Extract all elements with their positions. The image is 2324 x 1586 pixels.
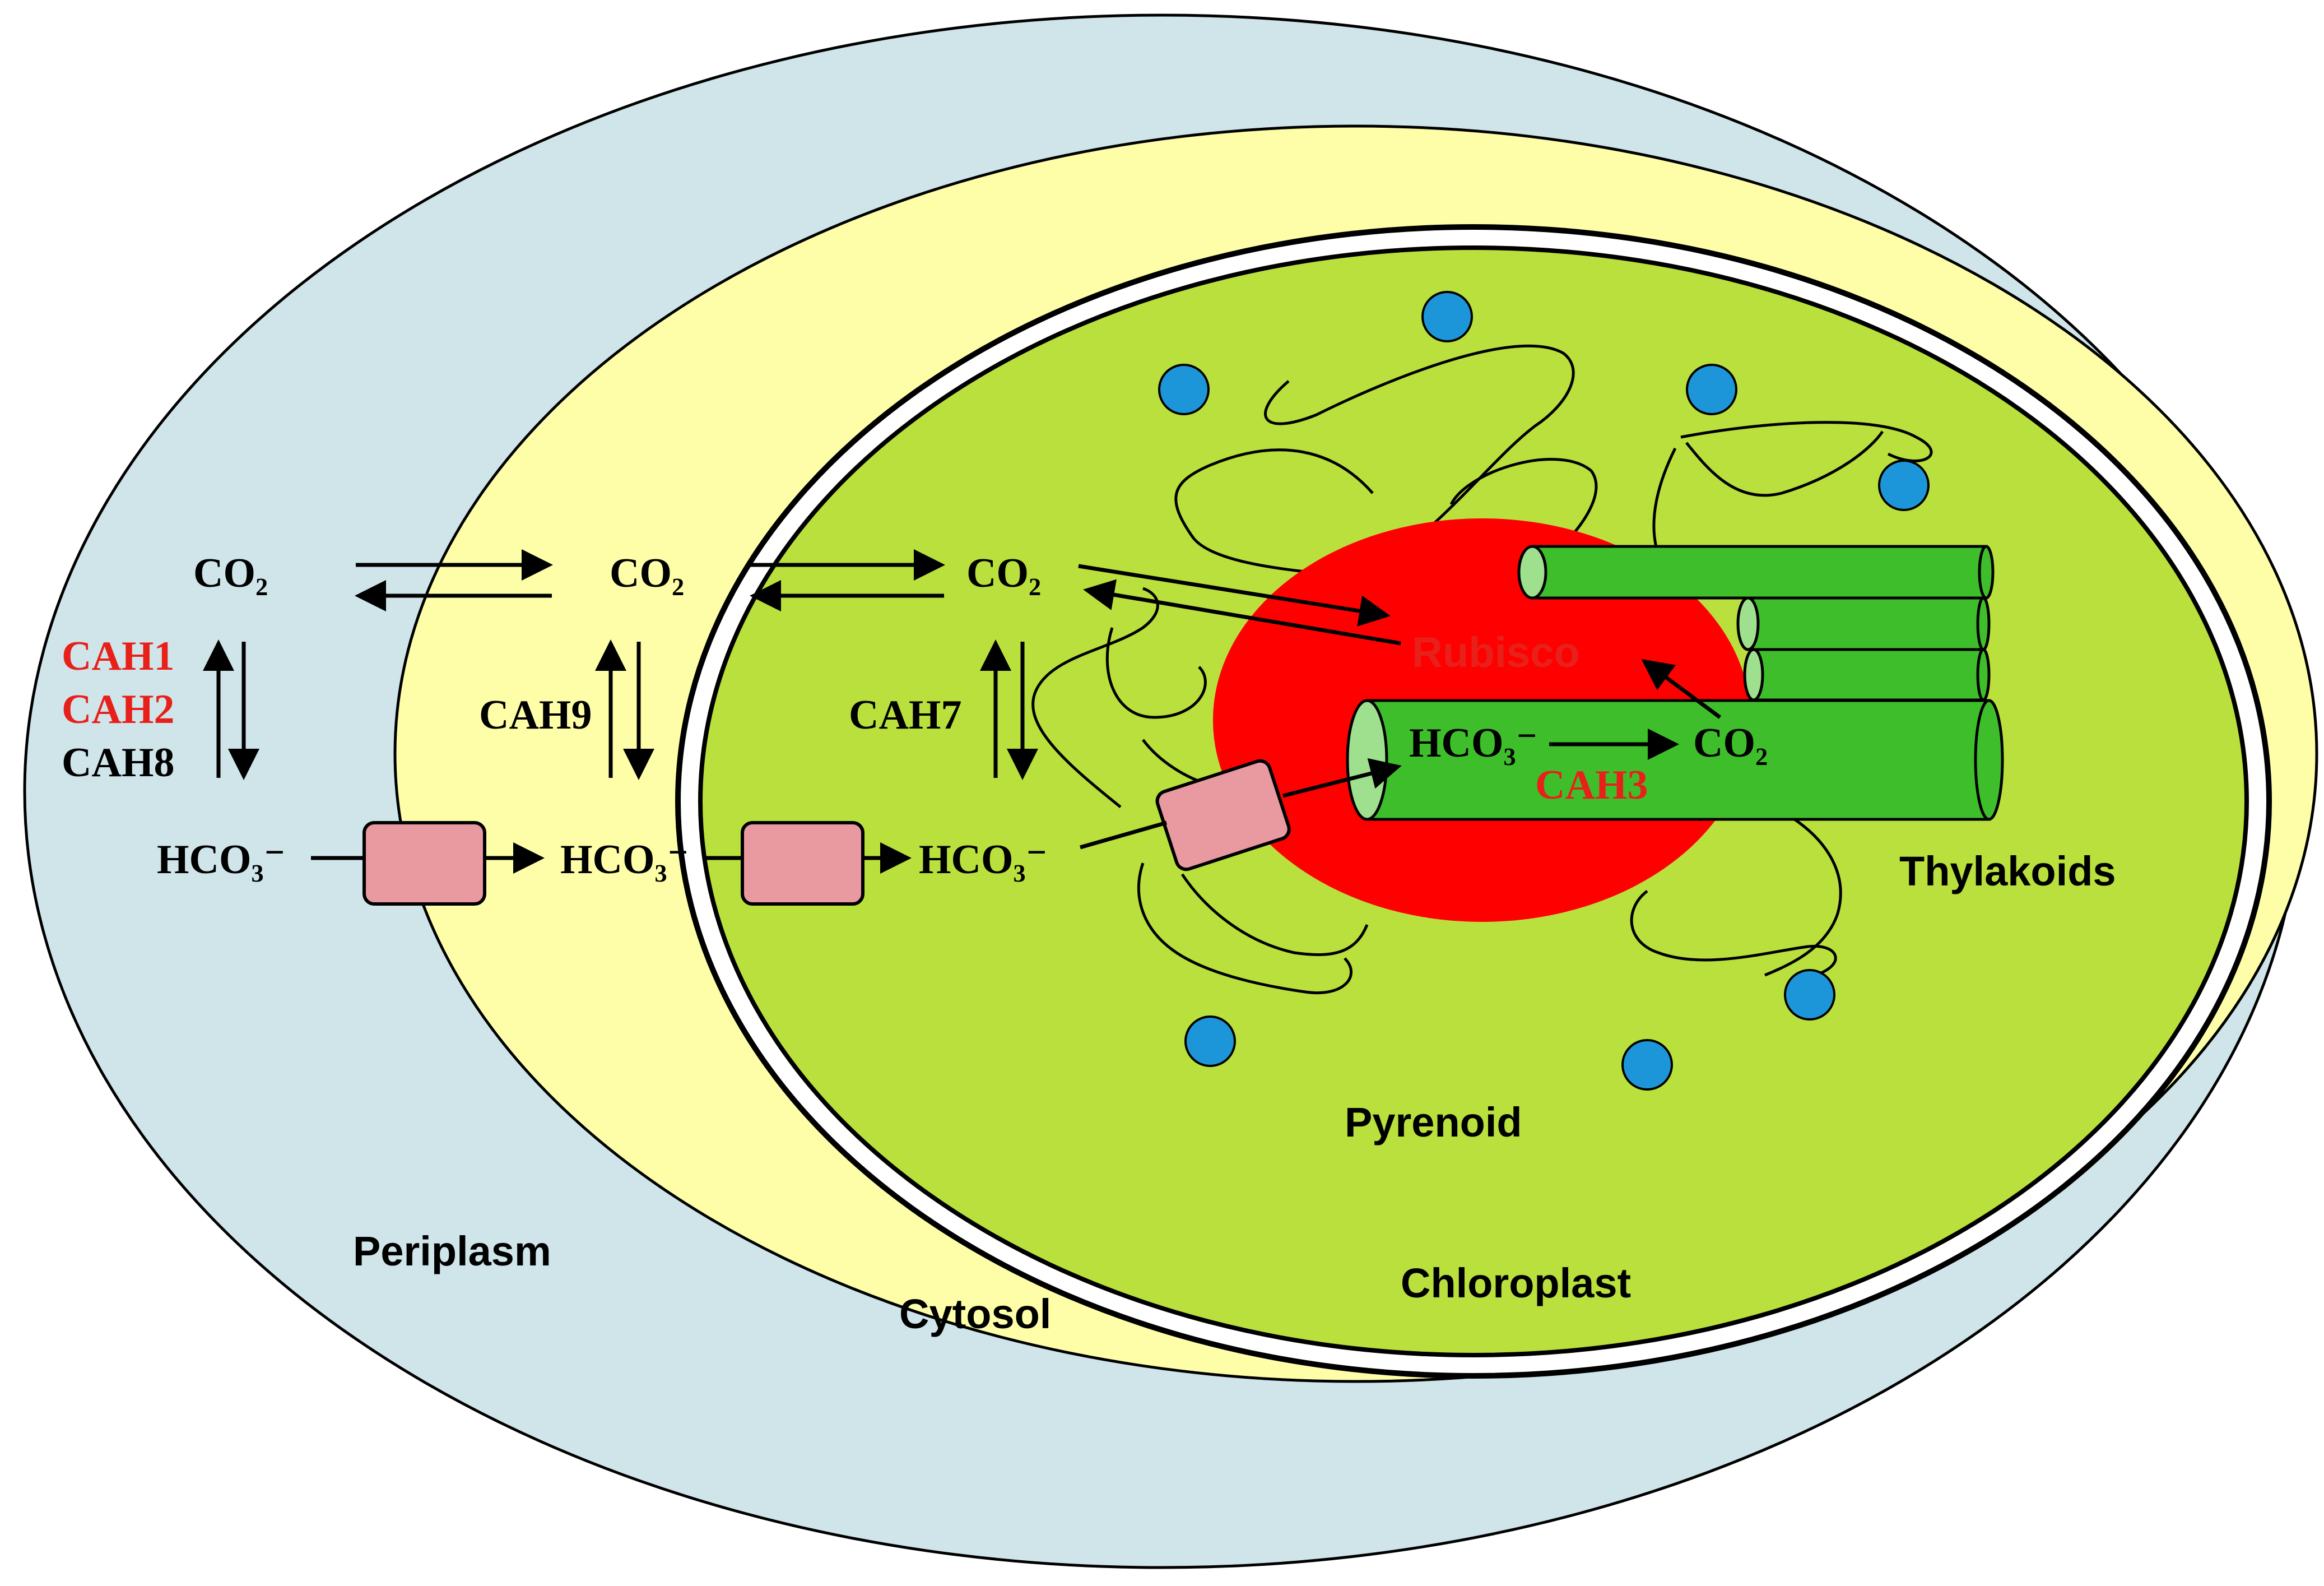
starch-granule <box>1421 291 1473 342</box>
starch-granule <box>1878 460 1930 511</box>
cah2-label: CAH2 <box>62 687 174 732</box>
starch-granule <box>1784 969 1835 1021</box>
hco3-periplasm-label: HCO₃⁻ <box>157 837 286 883</box>
thylakoid-tube-mid-end <box>1736 596 1760 651</box>
thylakoid-tube-mid-cap <box>1976 596 1991 651</box>
hco3-lumen-label: HCO₃⁻ <box>1409 720 1538 766</box>
thylakoid-tube-top-end <box>1517 545 1547 600</box>
co2-chloroplast-label: CO₂ <box>966 550 1041 596</box>
chloroplast-envelope-transporter <box>741 821 864 906</box>
starch-granule <box>1184 1015 1236 1067</box>
co2-cytosol-label: CO₂ <box>610 550 684 596</box>
thylakoids-label: Thylakoids <box>1899 848 2116 894</box>
thylakoid-lumen-tube <box>1365 699 1991 821</box>
thylakoid-membranes <box>1031 344 1933 994</box>
thylakoid-tube-top <box>1531 545 1988 600</box>
thylakoid-tube-mid <box>1746 596 1985 651</box>
thylakoid-tube-low <box>1752 648 1985 702</box>
thylakoid-tube-low-cap <box>1976 648 1991 702</box>
co2-lumen-label: CO₂ <box>1693 720 1768 766</box>
cytosol-label: Cytosol <box>899 1291 1051 1337</box>
starch-granule <box>1158 364 1210 415</box>
plain-connector-lines <box>311 820 1167 860</box>
arrow-hco3-to-lumen <box>1282 758 1402 798</box>
thylakoid-membrane-transporter <box>1155 759 1291 871</box>
plasma-membrane-transporter <box>362 821 486 906</box>
chloroplast-label: Chloroplast <box>1401 1260 1631 1306</box>
arrow-co2-to-rubisco <box>1078 564 1391 627</box>
hco3-chloroplast-label: HCO₃⁻ <box>919 837 1048 883</box>
thylakoid-lumen-cap <box>1974 699 2004 821</box>
starch-granules <box>1158 291 1930 1091</box>
hco3-cytosol-label: HCO₃⁻ <box>560 837 689 883</box>
flux-arrows <box>203 549 1722 874</box>
rubisco-label: Rubisco <box>1412 629 1580 676</box>
thylakoid-stack <box>1346 545 2004 821</box>
cah3-label: CAH3 <box>1535 762 1648 808</box>
thylakoid-lumen-end <box>1346 699 1388 821</box>
cah7-label: CAH7 <box>849 692 961 738</box>
cah9-label: CAH9 <box>479 692 592 738</box>
arrow-co2-to-rubisco-lumen <box>1641 658 1722 719</box>
co2-periplasm-label: CO₂ <box>193 550 268 596</box>
cah1-label: CAH1 <box>62 633 174 679</box>
starch-granule <box>1686 364 1737 415</box>
thylakoid-tube-low-end <box>1743 648 1764 702</box>
periplasm-label: Periplasm <box>353 1228 551 1274</box>
thylakoid-tube-top-cap <box>1978 545 1995 600</box>
transporters <box>362 759 1291 906</box>
cah8-label: CAH8 <box>62 740 174 786</box>
pyrenoid-label: Pyrenoid <box>1345 1099 1522 1146</box>
connector-line <box>1080 820 1167 850</box>
arrow-rubisco-to-co2 <box>1083 579 1401 646</box>
starch-granule <box>1621 1039 1673 1091</box>
